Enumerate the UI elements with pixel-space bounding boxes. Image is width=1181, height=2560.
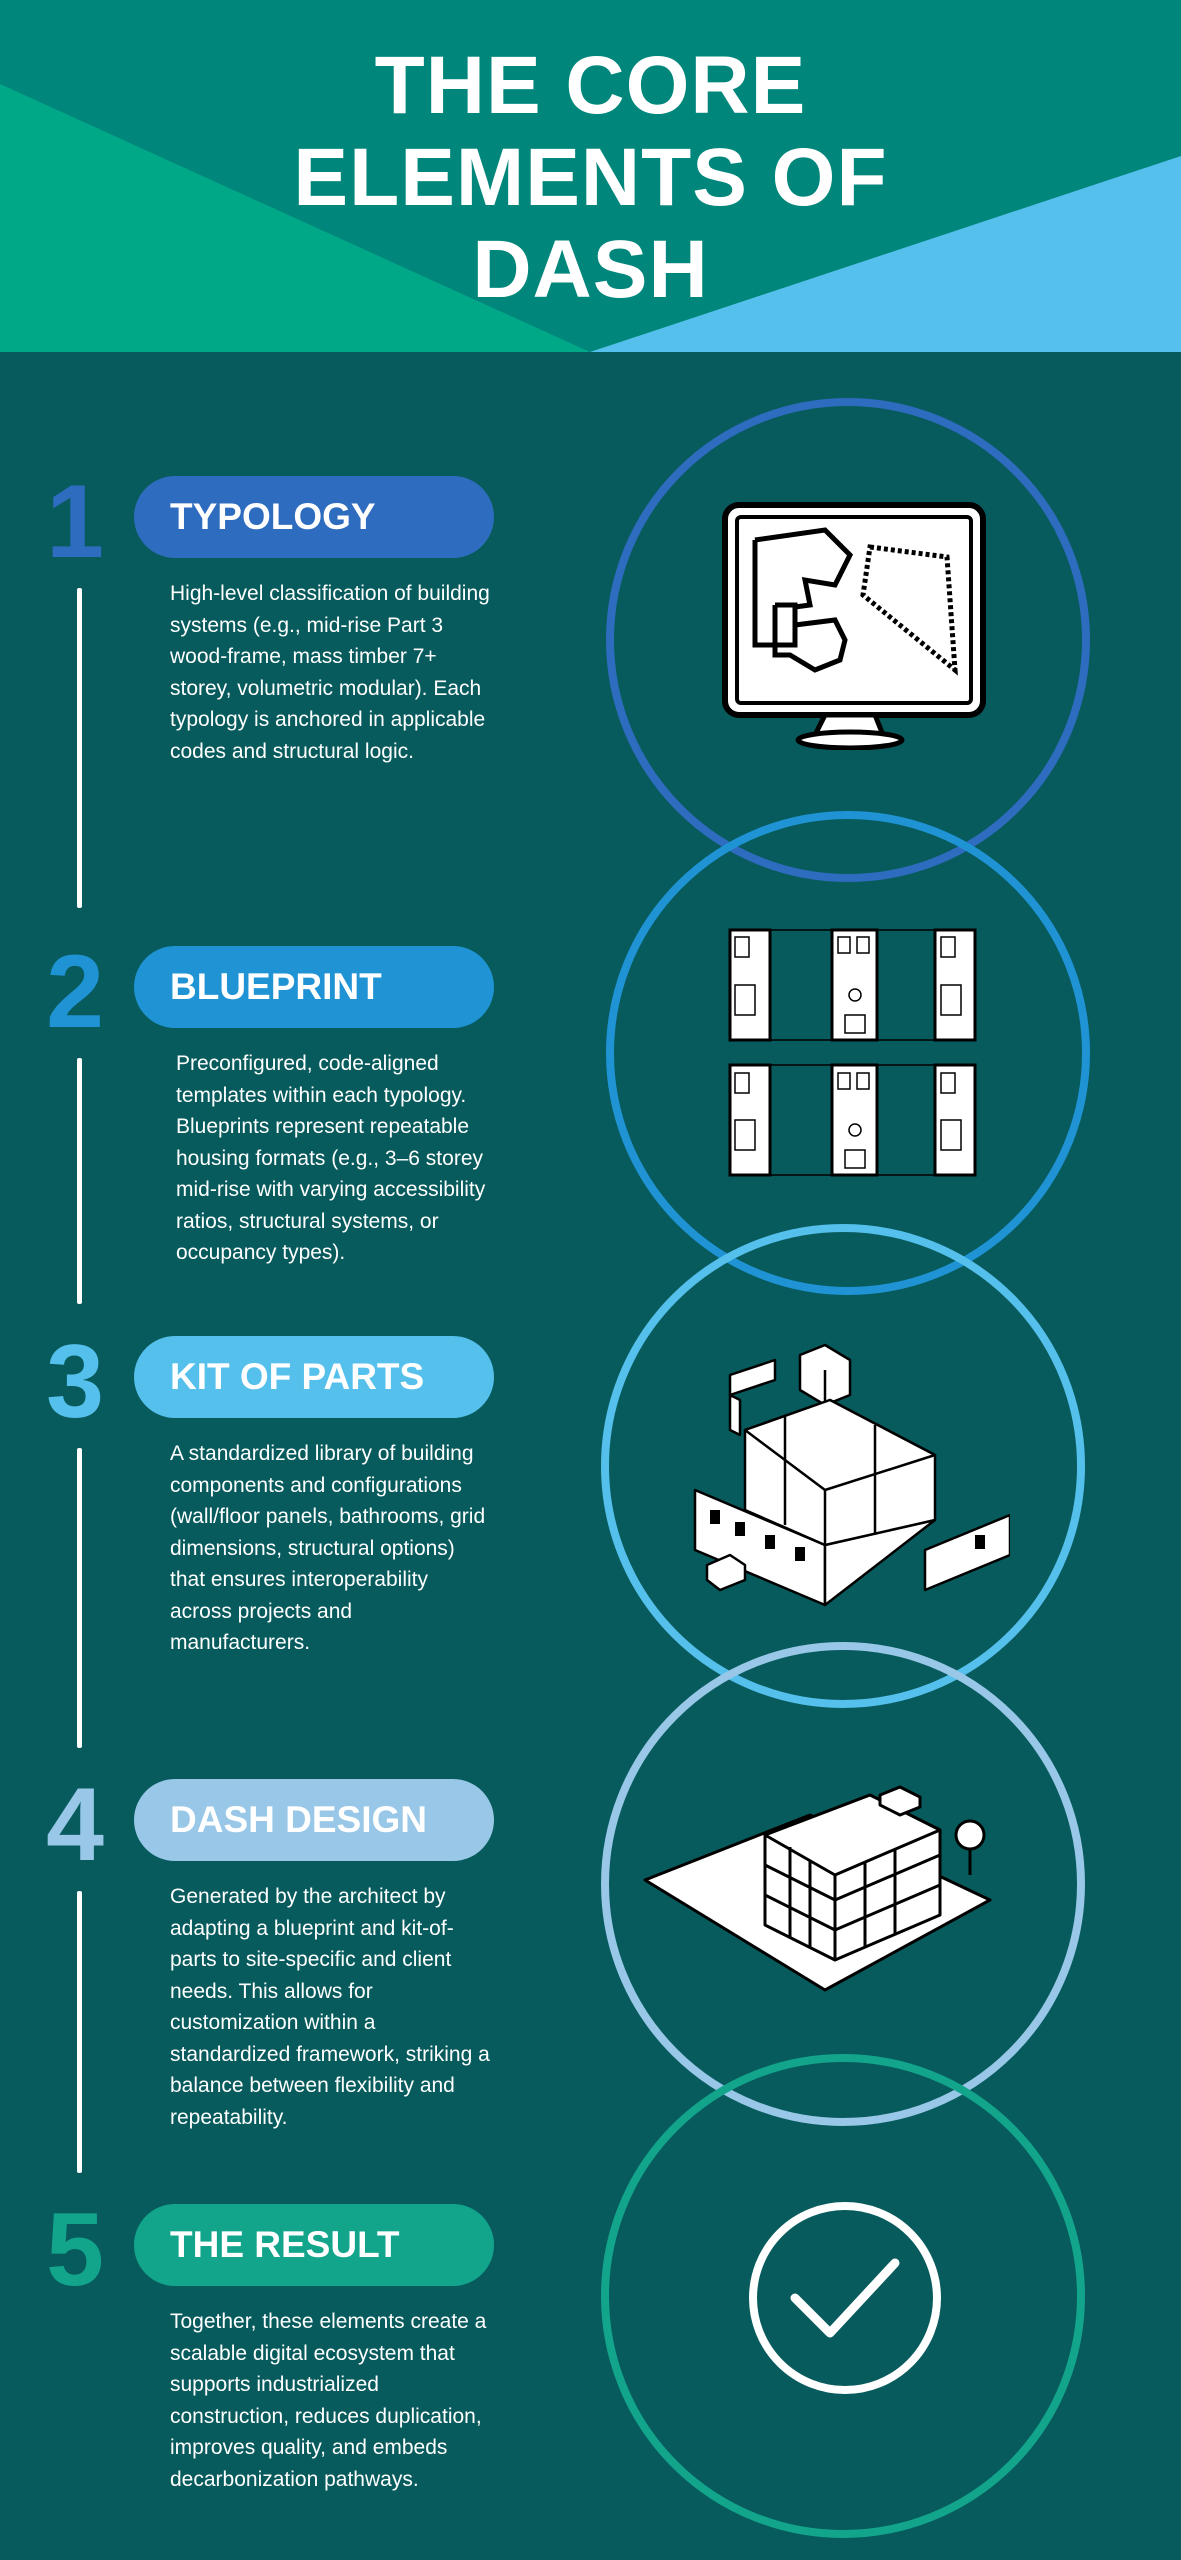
step-number: 4 (46, 1767, 104, 1883)
timeline-line (77, 1448, 82, 1748)
step-description: Generated by the architect by adapting a… (170, 1885, 490, 2129)
step-title-pill: BLUEPRINT (134, 946, 494, 1028)
step-description: High-level classification of building sy… (170, 582, 490, 763)
timeline-line (77, 588, 82, 908)
floor-plans-icon (728, 928, 977, 1177)
timeline-line (77, 1058, 82, 1304)
isometric-components-icon (693, 1343, 1010, 1607)
step-number: 1 (46, 464, 104, 580)
page-title: THE CORE ELEMENTS OF DASH (293, 40, 888, 315)
step-title-pill: KIT OF PARTS (134, 1336, 494, 1418)
step-title-pill: THE RESULT (134, 2204, 494, 2286)
step-number: 3 (46, 1324, 104, 1440)
step-number: 2 (46, 934, 104, 1050)
header-background (0, 0, 1181, 352)
step-title-pill: DASH DESIGN (134, 1779, 494, 1861)
timeline-line (77, 1891, 82, 2173)
step-description: A standardized library of building compo… (170, 1442, 486, 1654)
isometric-building-icon (643, 1785, 992, 1992)
header-banner: THE CORE ELEMENTS OF DASH (0, 0, 1181, 352)
step-description: Together, these elements create a scalab… (170, 2310, 487, 2491)
checkmark-circle-icon (749, 2202, 941, 2394)
monitor-floorplan-icon (722, 502, 986, 750)
step-description: Preconfigured, code-aligned templates wi… (176, 1052, 486, 1264)
step-number: 5 (46, 2192, 104, 2308)
step-title-pill: TYPOLOGY (134, 476, 494, 558)
